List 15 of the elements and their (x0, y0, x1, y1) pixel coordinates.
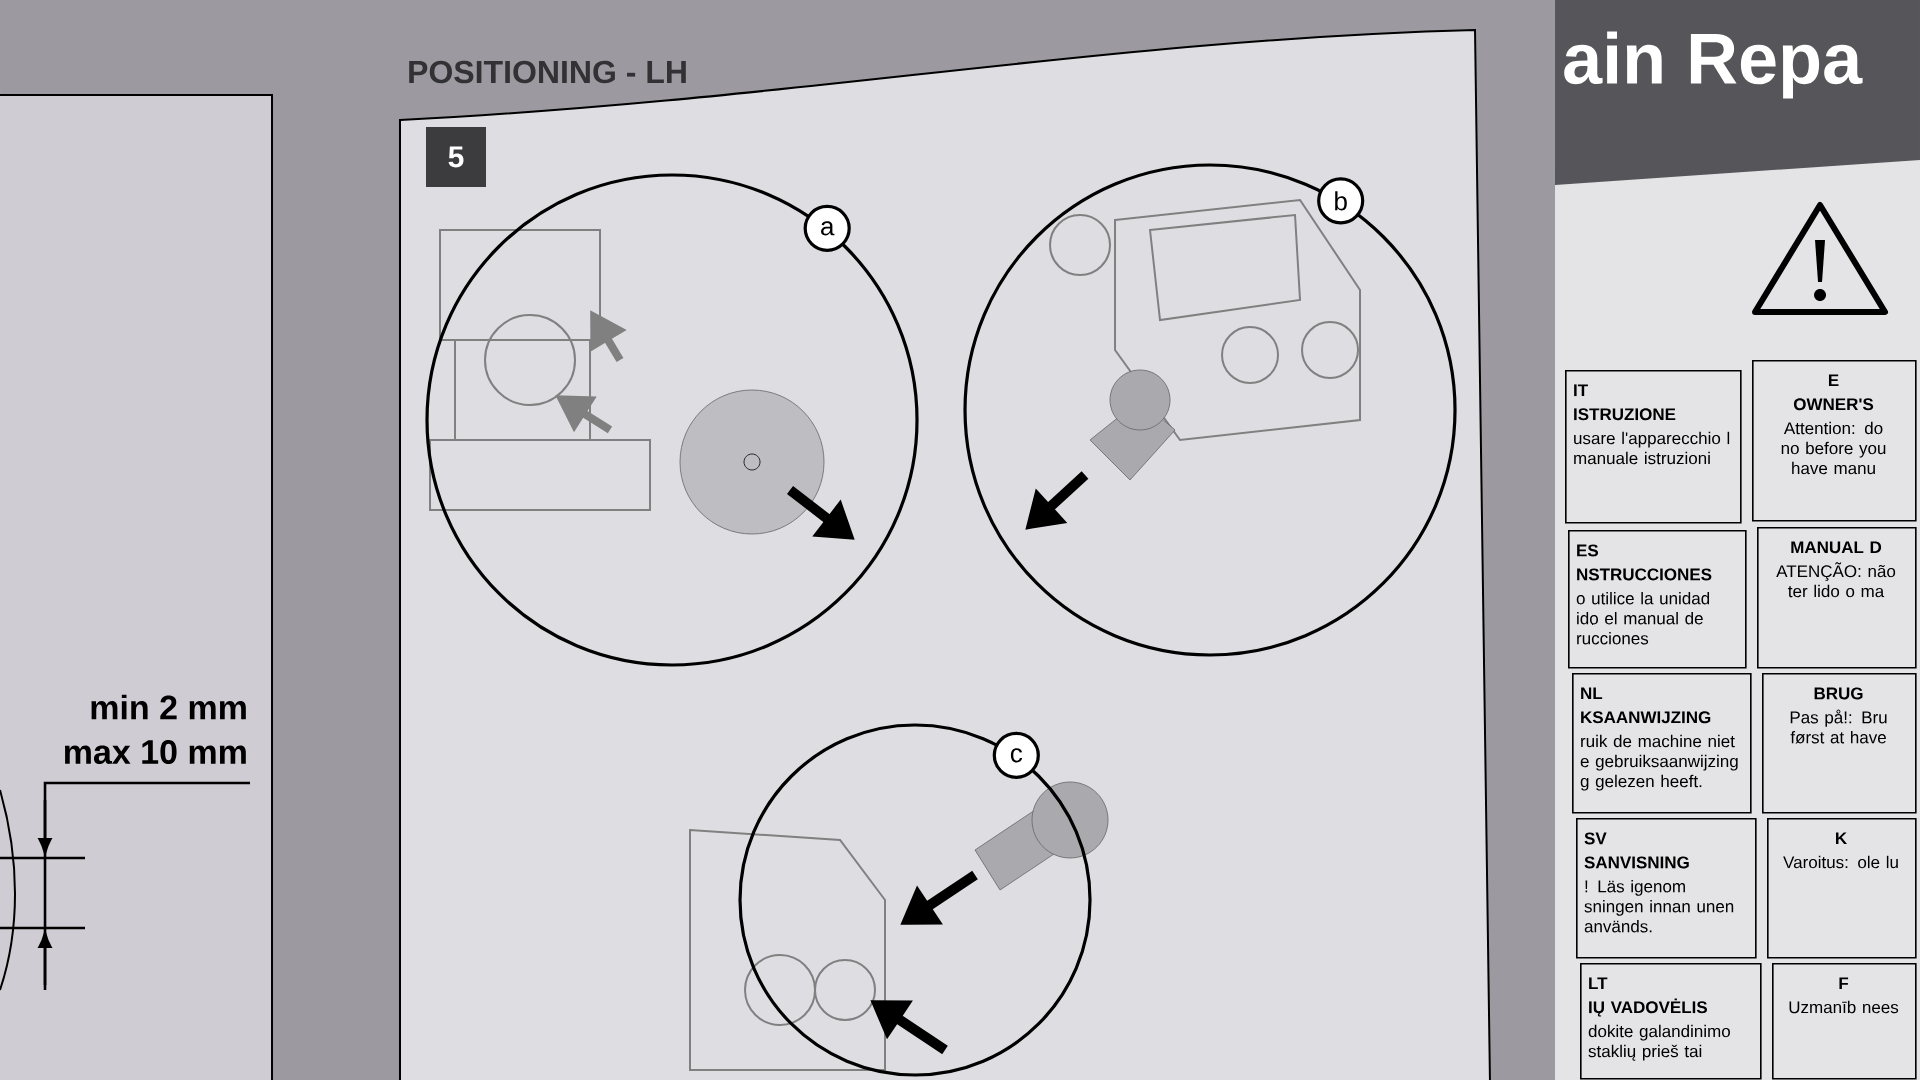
instruction-cell: K Varoitus: ole lu (1767, 818, 1917, 959)
instruction-cell: IT ISTRUZIONE usare l'apparecchio l manuale istruzioni (1565, 370, 1742, 524)
instruction-cell: ES NSTRUCCIONES o utilice la unidad ido el manual de rucciones (1568, 530, 1747, 669)
instruction-cell: SV SANVISNING ! Läs igenom sningen innan unen används. (1576, 818, 1757, 959)
section-heading: POSITIONING - LH (409, 60, 686, 84)
instruction-cell: F Uzmanīb nees (1772, 963, 1917, 1080)
step-number: 5 (426, 127, 486, 187)
instruction-cell: LT IŲ VADOVĖLIS dokite galandinimo staklių prieš tai (1580, 963, 1762, 1080)
instruction-cell: E OWNER'S Attention: do no before you have manu (1752, 360, 1917, 522)
instruction-cell: MANUAL D ATENÇÃO: não ter lido o ma (1757, 527, 1917, 669)
page-heading: ain Repa (1564, 31, 1863, 99)
instruction-cell: NL KSAANWIJZING ruik de machine niet e gebruiksaanwijzing g gelezen heeft. (1572, 673, 1752, 814)
instruction-cell: BRUG Pas på!: Bru først at have (1762, 673, 1917, 814)
dimension-label: min 2 mm (91, 694, 246, 720)
dimension-label: max 10 mm (64, 739, 246, 765)
